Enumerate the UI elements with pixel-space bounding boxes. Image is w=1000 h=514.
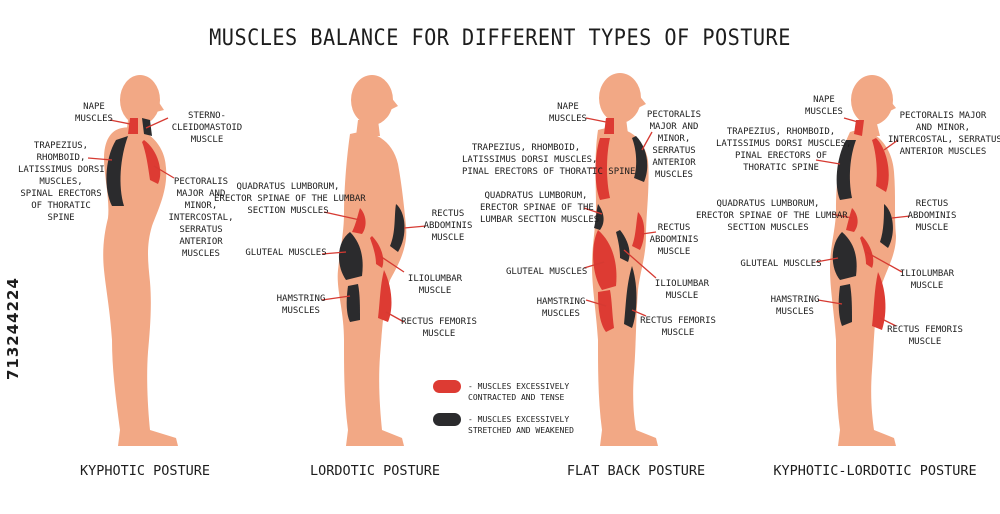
caption-kyphotic: KYPHOTIC POSTURE [79,463,211,479]
kl-femoris-label: RECTUS FEMORIS MUSCLE [887,325,963,347]
kl-lumbar-contracted [846,208,858,232]
figure-kyphotic [87,75,178,446]
kyphotic-nape-label: NAPE MUSCLES [75,102,113,124]
kl-gluteal-stretched [832,232,857,280]
legend-stretched-swatch [433,413,461,426]
kyphotic-back-stretched [106,136,128,206]
kl-iliolumbar-label: ILIOLUMBAR MUSCLE [899,269,955,291]
kyphotic-lordotic-body [830,75,896,447]
kl-gluteal-label: GLUTEAL MUSCLES [740,259,822,269]
lordotic-abdominis-stretched [390,204,405,252]
lordotic-abdominis-label: RECTUS ABDOMINIS MUSCLE [423,209,473,243]
kl-hamstring-label: HAMSTRING MUSCLES [770,295,820,317]
flatback-nape-label: NAPE MUSCLES [549,102,587,124]
flatback-abdominis-label: RECTUS ABDOMINIS MUSCLE [649,223,699,257]
kyphotic-chest-contracted [142,140,161,184]
page-title: MUSCLES BALANCE FOR DIFFERENT TYPES OF P… [209,26,791,51]
flatback-pectoralis-label: PECTORALIS MAJOR AND MINOR, SERRATUS ANT… [646,110,702,180]
figure-flat-back [583,73,658,447]
lordotic-lumbar-contracted [352,208,366,234]
figure-lordotic [321,75,427,446]
kl-femoris-contracted [872,272,886,330]
lordotic-gluteal-stretched [338,232,363,280]
lordotic-body [337,75,407,446]
lordotic-hamstring-stretched [346,284,360,322]
kl-nape-label: NAPE MUSCLES [805,95,843,117]
lordotic-quadratus-label: QUADRATUS LUMBORUM, ERECTOR SPINAE OF TH… [214,182,366,216]
caption-kyphotic-lordotic: KYPHOTIC-LORDOTIC POSTURE [773,463,977,479]
legend-contracted-text: - MUSCLES EXCESSIVELY CONTRACTED AND TEN… [468,382,570,402]
flatback-hamstring-label: HAMSTRING MUSCLES [536,297,586,319]
kyphotic-trapezius-label: TRAPEZIUS, RHOMBOID, LATISSIMUS DORSI MU… [18,141,105,223]
flatback-trapezius-label: TRAPEZIUS, RHOMBOID, LATISSIMUS DORSI MU… [462,143,635,177]
lordotic-iliolumbar-label: ILIOLUMBAR MUSCLE [407,274,463,296]
lordotic-iliolumbar-contracted [370,236,384,268]
kl-abdominis-stretched [880,204,893,248]
flatback-iliolumbar-label: ILIOLUMBAR MUSCLE [654,279,710,301]
flatback-quadratus-label: QUADRATUS LUMBORUM, ERECTOR SPINAE OF TH… [480,191,600,225]
flat-back-hamstring-contracted [598,290,614,332]
flat-back-lumbar-stretched [594,204,604,230]
flat-back-femoris-stretched [624,266,637,328]
kl-trapezius-label: TRAPEZIUS, RHOMBOID, LATISSIMUS DORSI MU… [716,127,852,173]
flat-back-nape-contracted [604,118,614,134]
caption-flat-back: FLAT BACK POSTURE [566,463,706,479]
stock-id: 713244224 [4,277,22,380]
kl-thoracic-stretched [836,140,856,200]
kl-quadratus-label: QUADRATUS LUMBORUM, ERECTOR SPINAE OF TH… [696,199,848,233]
flat-back-abdominis-contracted [632,212,645,250]
kyphotic-body [103,75,178,446]
kl-abdominis-label: RECTUS ABDOMINIS MUSCLE [907,199,957,233]
figure-kyphotic-lordotic [815,75,911,447]
legend-stretched-text: - MUSCLES EXCESSIVELY STRETCHED AND WEAK… [468,415,574,435]
flat-back-iliolumbar-stretched [616,230,630,262]
kyphotic-sterno-label: STERNO- CLEIDOMASTOID MUSCLE [171,111,243,145]
caption-lordotic: LORDOTIC POSTURE [309,463,441,479]
kl-pectoralis-label: PECTORALIS MAJOR AND MINOR, INTERCOSTAL,… [888,111,1000,157]
kl-pectoralis-contracted [872,138,889,192]
lordotic-femoris-label: RECTUS FEMORIS MUSCLE [401,317,477,339]
flatback-femoris-label: RECTUS FEMORIS MUSCLE [640,316,716,338]
kyphotic-neck-contracted [128,118,138,134]
flat-back-thoracic-contracted [595,138,610,200]
lordotic-femoris-contracted [378,270,392,322]
lordotic-hamstring-label: HAMSTRING MUSCLES [276,294,326,316]
flat-back-gluteal-contracted [593,230,617,290]
flatback-gluteal-label: GLUTEAL MUSCLES [506,267,588,277]
kl-nape-contracted [854,120,864,136]
kl-hamstring-stretched [838,284,852,326]
kyphotic-pectoralis-label: PECTORALIS MAJOR AND MINOR, INTERCOSTAL,… [168,177,234,259]
legend-contracted-swatch [433,380,461,393]
lordotic-gluteal-label: GLUTEAL MUSCLES [245,248,327,258]
